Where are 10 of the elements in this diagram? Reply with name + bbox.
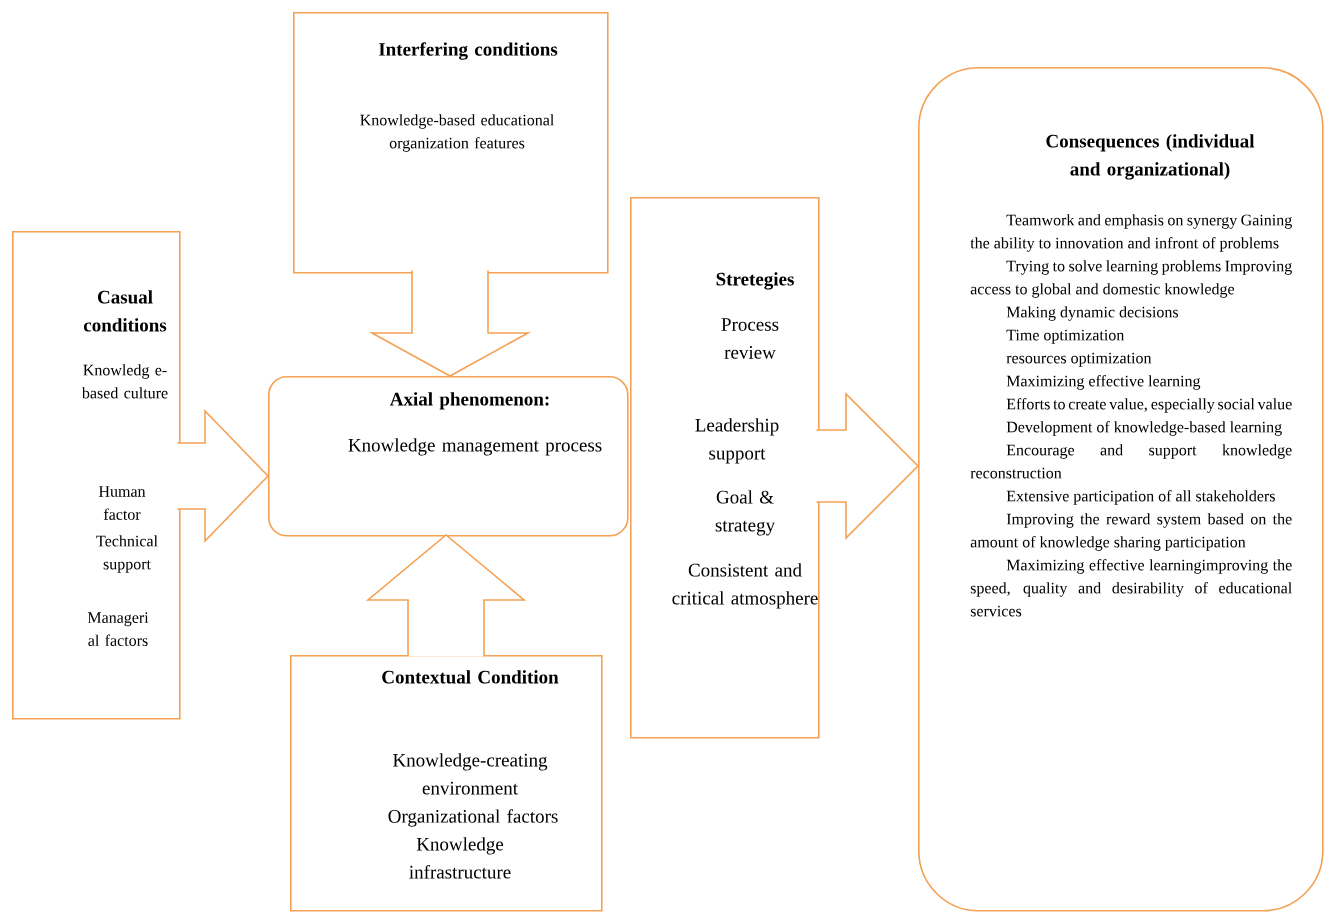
consequence-box: Consequences (individual and organizational) Teamwork and emphasis on synergy Gaining the ability to innovation and infront of problems Trying to solve learning problems Improving access to global and domestic knowledge Making dynamic decisions Time optimization resources optimization Maximizing effective learning Efforts to create value, especially social value Development of knowledge-based learning Encourage and support knowledge reconstruction Extensive participation of all stakeholders Improving the reward system based on the amount of knowledge sharing participation Maximizing effective learningimproving the speed, quality and desirability of educational services: [918, 67, 1324, 912]
condition-box: Contextual Condition Knowledge-creating environment Organizational factors Knowledge infrastructure: [290, 655, 603, 912]
condition-box: Casual conditions Knowledg e- based culture Human factor Technical support Manageri al factors: [12, 231, 181, 720]
block-arrow: [368, 269, 532, 377]
block-arrow: [815, 392, 920, 540]
condition-box: Interfering conditions Knowledge-based educational organization features: [293, 12, 609, 274]
block-arrow: [365, 533, 527, 658]
block-arrow: [176, 409, 270, 543]
strategy-box: Stretegies Process review Leadership support Goal & strategy Consistent and critical atmosphere: [630, 197, 820, 739]
phenomenon-box: Axial phenomenon: Knowledge management process: [268, 376, 629, 537]
